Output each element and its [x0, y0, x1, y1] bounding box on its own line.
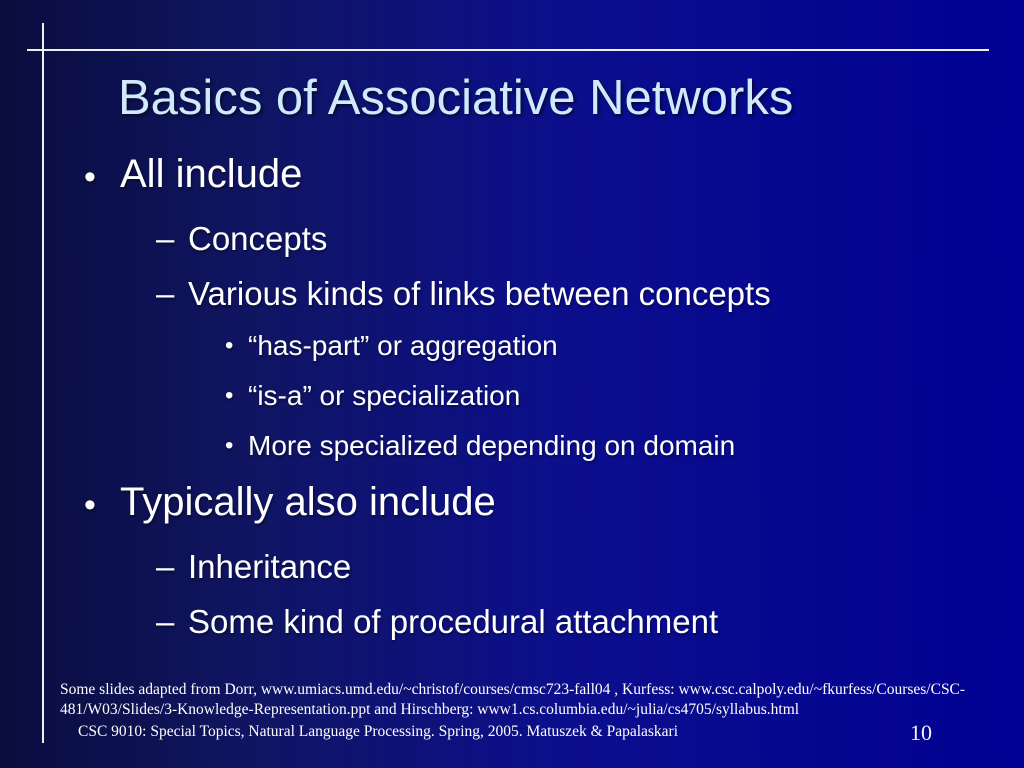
dot-bullet-marker: •: [225, 382, 234, 409]
dot-bullet-marker: •: [225, 332, 234, 359]
bullet-item-level-2: –Some kind of procedural attachment: [0, 603, 1024, 658]
bullet-text: “has-part” or aggregation: [248, 330, 558, 361]
dot-bullet-marker: •: [84, 486, 96, 524]
bullet-item-level-1: • Typically also include: [0, 480, 1024, 548]
bullet-item-level-1: • All include: [0, 152, 1024, 220]
dash-bullet-marker: –: [156, 220, 175, 257]
bullet-text: Typically also include: [120, 480, 496, 524]
bullet-text: Some kind of procedural attachment: [188, 603, 719, 640]
bullet-item-level-2: –Inheritance: [0, 548, 1024, 603]
slide-title: Basics of Associative Networks: [118, 71, 794, 125]
source-footnote: Some slides adapted from Dorr, www.umiac…: [60, 680, 966, 720]
page-number: 10: [910, 720, 932, 745]
dash-bullet-marker: –: [156, 548, 175, 585]
footnote-line-2: 481/W03/Slides/3-Knowledge-Representatio…: [60, 701, 800, 718]
vertical-rule-line: [42, 23, 44, 743]
bullet-item-level-3: • “is-a” or specialization: [0, 380, 1024, 430]
dash-bullet-marker: –: [156, 275, 175, 312]
bullet-item-level-2: –Various kinds of links between concepts: [0, 275, 1024, 330]
bullet-text: Concepts: [188, 220, 328, 257]
horizontal-rule-line: [27, 49, 989, 51]
bullet-text: “is-a” or specialization: [248, 380, 521, 411]
dot-bullet-marker: •: [225, 432, 234, 459]
bullet-text: Inheritance: [188, 548, 352, 585]
bullet-item-level-2: –Concepts: [0, 220, 1024, 275]
bullet-text: Various kinds of links between concepts: [188, 275, 771, 312]
dash-bullet-marker: –: [156, 603, 175, 640]
bullet-item-level-3: • More specialized depending on domain: [0, 430, 1024, 480]
footnote-line-1: Some slides adapted from Dorr, www.umiac…: [60, 681, 966, 698]
bullet-text: All include: [120, 152, 303, 196]
course-credits: CSC 9010: Special Topics, Natural Langua…: [78, 723, 679, 740]
bullet-text: More specialized depending on domain: [248, 430, 736, 461]
bullet-list: •All include–Concepts–Various kinds of l…: [0, 152, 1024, 658]
bullet-item-level-3: • “has-part” or aggregation: [0, 330, 1024, 380]
dot-bullet-marker: •: [84, 158, 96, 196]
